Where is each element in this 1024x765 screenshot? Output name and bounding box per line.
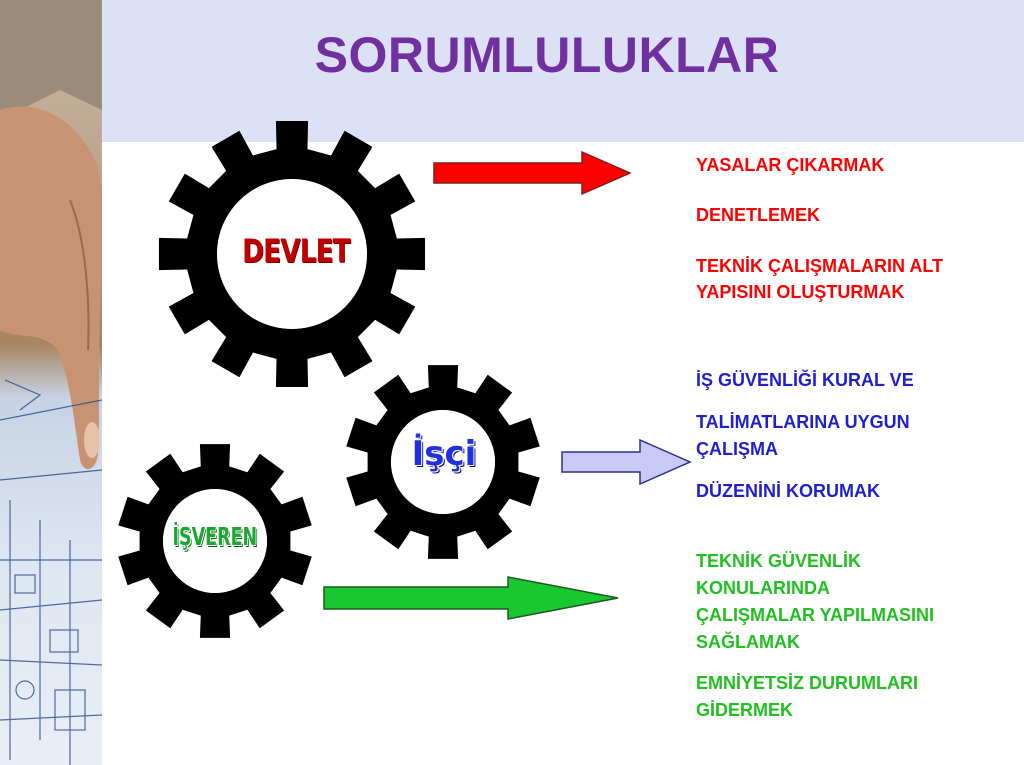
gear-hub (391, 410, 495, 514)
isci-item-line2: TALİMATLARINA UYGUN (696, 412, 910, 432)
devlet-item-teknik-line2: YAPISINI OLUŞTURMAK (696, 282, 905, 302)
devlet-item-teknik-line1: TEKNİK ÇALIŞMALARIN ALT (696, 256, 943, 276)
gear-hub (163, 489, 267, 593)
gear-shape (118, 444, 312, 638)
devlet-gear-icon (158, 120, 426, 388)
gear-hub (217, 179, 367, 329)
isci-item-line3: ÇALIŞMA (696, 439, 778, 459)
gear-shape (158, 120, 426, 388)
isveren-gear-icon (118, 444, 312, 638)
isveren-item-line4: SAĞLAMAK (696, 632, 800, 652)
isci-label: İşçi (411, 434, 477, 474)
red-arrow-icon (433, 150, 632, 196)
slide-title: SORUMLULUKLAR (314, 27, 780, 83)
isci-item-line4: DÜZENİNİ KORUMAK (696, 481, 880, 501)
isveren-label: İŞVEREN (172, 522, 258, 551)
isveren-item-line1: TEKNİK GÜVENLİK (696, 551, 862, 571)
green-arrow-icon (323, 576, 619, 620)
lavender-arrow-icon (561, 438, 692, 486)
isveren-item-line2: KONULARINDA (696, 578, 830, 598)
devlet-item-yasalar: YASALAR ÇIKARMAK (696, 155, 885, 175)
isci-gear-icon (346, 365, 540, 559)
devlet-item-denetlemek: DENETLEMEK (696, 205, 821, 225)
isci-item-line1: İŞ GÜVENLİĞİ KURAL VE (696, 370, 914, 390)
hand-blueprint-photo (0, 0, 102, 765)
isveren-item-line3: ÇALIŞMALAR YAPILMASINI (696, 605, 935, 625)
devlet-label: DEVLET (242, 232, 350, 270)
isveren-item-line6: GİDERMEK (696, 700, 794, 720)
isveren-item-line5: EMNİYETSİZ DURUMLARI (696, 673, 918, 693)
gear-shape (346, 365, 540, 559)
title-band (102, 0, 1024, 142)
